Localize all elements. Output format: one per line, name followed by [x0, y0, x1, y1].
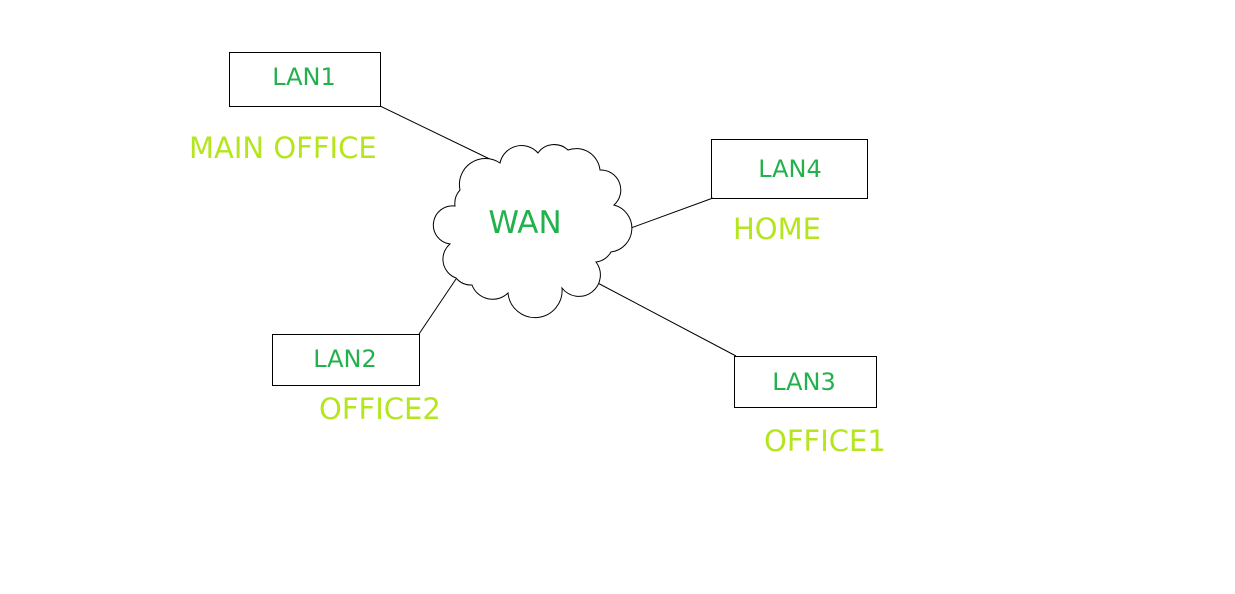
- lan1-site-label: MAIN OFFICE: [189, 131, 377, 165]
- lan4-box: [711, 139, 868, 199]
- lan1-box: [229, 52, 381, 107]
- lan2-site-label: OFFICE2: [319, 392, 441, 426]
- lan2-box: [272, 334, 420, 386]
- node-lan2: LAN2 OFFICE2: [272, 334, 441, 426]
- node-lan3: LAN3 OFFICE1: [734, 356, 886, 458]
- lan4-site-label: HOME: [733, 212, 821, 246]
- link-lan3-wan: [591, 279, 737, 357]
- node-lan1: LAN1 MAIN OFFICE: [189, 52, 381, 165]
- link-lan1-wan: [379, 105, 501, 165]
- link-lan4-wan: [619, 197, 714, 233]
- lan1-label: LAN1: [272, 63, 336, 91]
- node-lan4: LAN4 HOME: [711, 139, 868, 246]
- connection-lines: [379, 105, 737, 357]
- link-lan2-wan: [418, 278, 457, 335]
- wan-cloud-icon: [432, 144, 633, 319]
- lan3-box: [734, 356, 877, 408]
- lan2-label: LAN2: [313, 345, 377, 373]
- wan-label: WAN: [488, 205, 561, 241]
- lan3-site-label: OFFICE1: [764, 424, 886, 458]
- lan3-label: LAN3: [772, 368, 836, 396]
- lan4-label: LAN4: [758, 155, 822, 183]
